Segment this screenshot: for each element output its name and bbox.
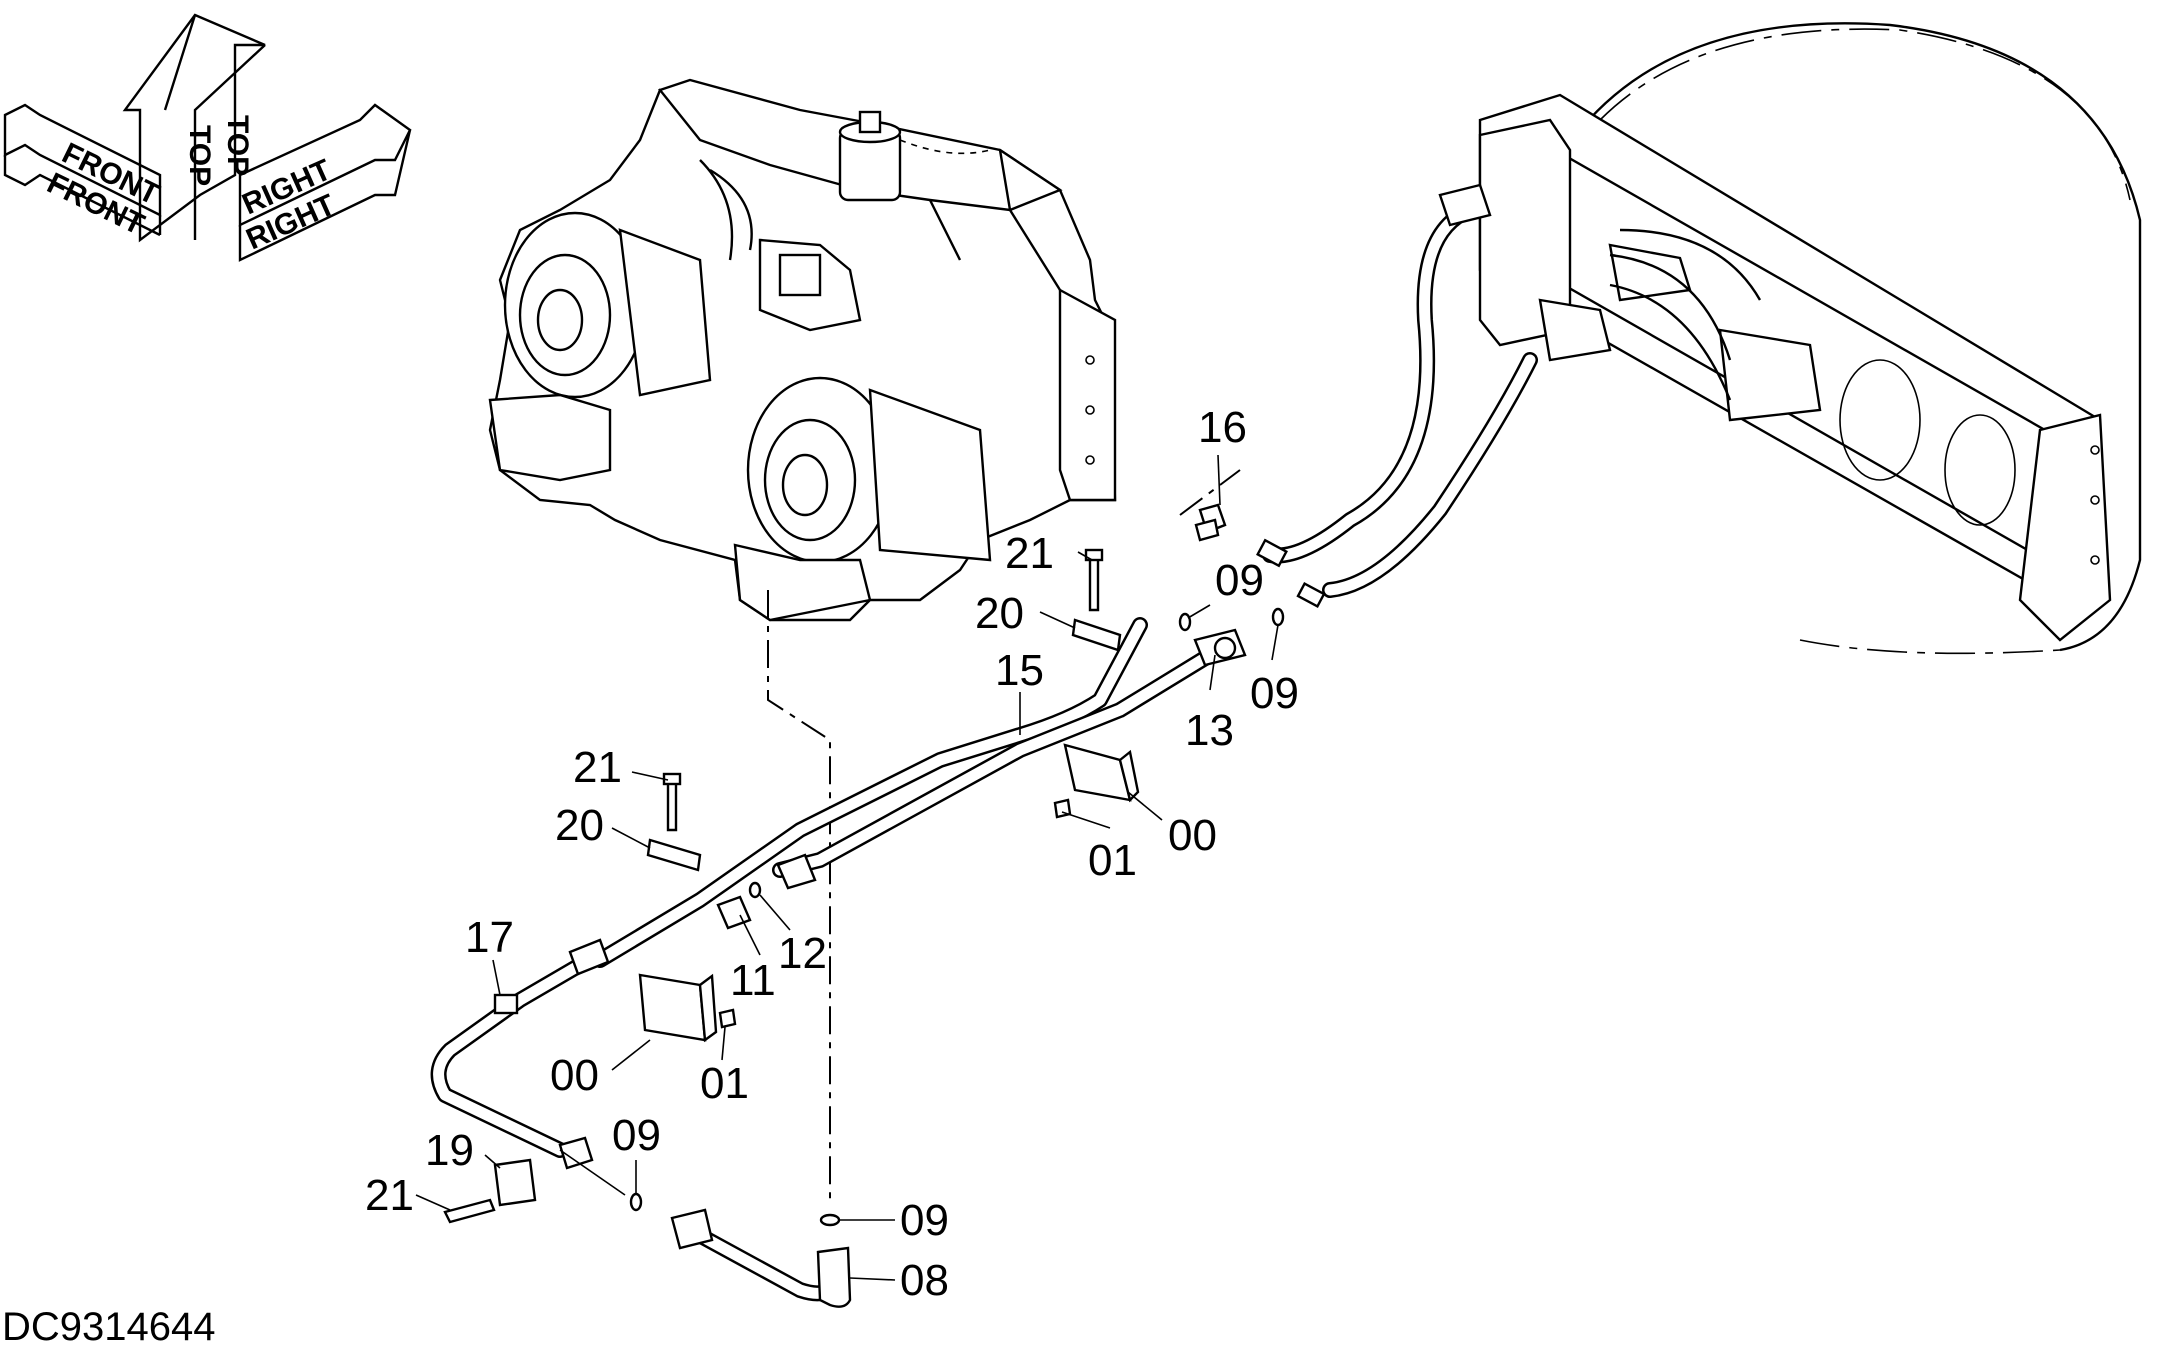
transmission-assembly — [488, 78, 1117, 622]
callout-09-lower-left: 09 — [612, 1111, 661, 1160]
top-label-shadow: TOP — [221, 115, 254, 176]
top-label: TOP — [183, 125, 216, 186]
centerline-16 — [1179, 469, 1241, 516]
callout-09-top-left: 09 — [1215, 556, 1264, 605]
callout-09-lower-right: 09 — [900, 1196, 949, 1245]
centerline — [767, 590, 831, 1200]
fittings — [443, 503, 1326, 1308]
callout-15: 15 — [995, 646, 1044, 695]
callout-21-top: 21 — [1005, 529, 1054, 578]
orientation-indicator: FRONT FRONT TOP TOP RIGHT RIGHT — [3, 13, 412, 262]
callout-01-lower: 01 — [700, 1059, 749, 1108]
callout-01-upper: 01 — [1088, 836, 1137, 885]
callout-12: 12 — [778, 929, 827, 978]
callout-16: 16 — [1198, 403, 1247, 452]
callout-21-lower: 21 — [365, 1171, 414, 1220]
callout-00-lower: 00 — [550, 1051, 599, 1100]
callout-08: 08 — [900, 1256, 949, 1305]
callouts: 16 21 20 09 09 15 13 00 01 21 20 12 11 1… — [365, 403, 1299, 1305]
engine-frame-assembly — [1262, 22, 2142, 655]
callout-11: 11 — [730, 956, 776, 1005]
callout-19: 19 — [425, 1126, 474, 1175]
callout-09-top-right: 09 — [1250, 669, 1299, 718]
callout-20-mid: 20 — [555, 801, 604, 850]
callout-21-mid: 21 — [573, 743, 622, 792]
document-id: DC9314644 — [2, 1305, 216, 1345]
callout-17: 17 — [465, 913, 514, 962]
callout-13: 13 — [1185, 706, 1234, 755]
callout-20-top: 20 — [975, 589, 1024, 638]
leader-lines — [415, 454, 1279, 1281]
callout-00-upper: 00 — [1168, 811, 1217, 860]
